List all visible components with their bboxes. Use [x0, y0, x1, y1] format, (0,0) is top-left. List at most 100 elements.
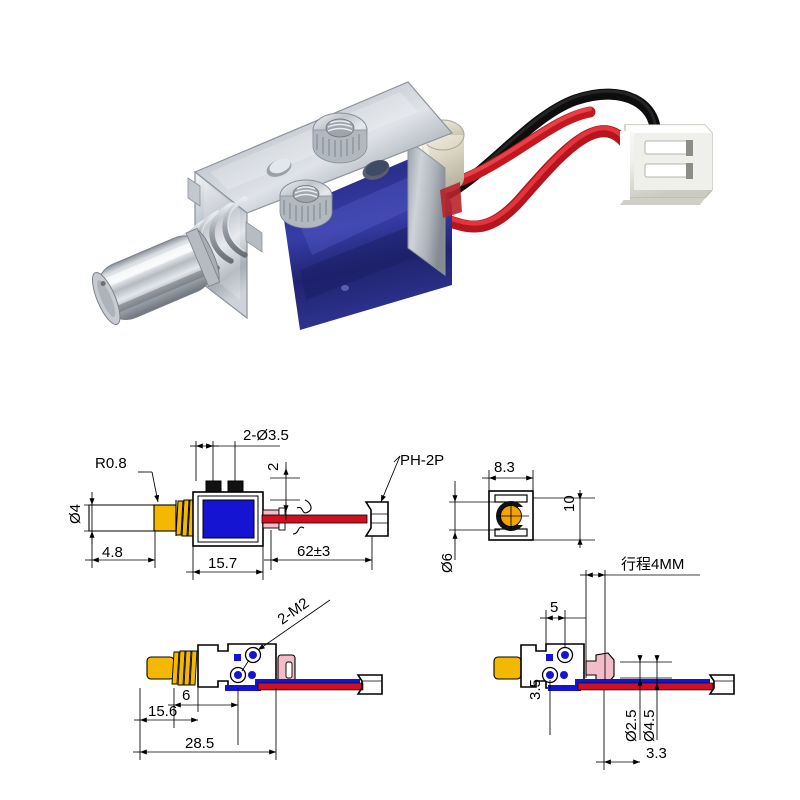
stv-label-35: 3.5 [527, 679, 544, 700]
stv-label-33: 3.3 [646, 745, 667, 762]
sv-label-157: 15.7 [208, 555, 237, 572]
tv-dim-m2: 2-M2 [257, 595, 331, 651]
sv-wire-red [261, 514, 368, 524]
tv-dot-round [248, 671, 256, 679]
sv-label-dia4: Ø4 [67, 504, 84, 524]
plunger [91, 227, 221, 326]
tv-dim-156: 15.6 [134, 688, 198, 760]
ev-slot-top [494, 494, 528, 503]
sv-wire-break-lower [292, 526, 305, 535]
plunger-shade [112, 268, 209, 314]
frame-tab-right [245, 221, 263, 253]
sv-dim-62: 62±3 [264, 530, 373, 570]
coil-speck [341, 285, 349, 291]
stv-label-dia45: Ø4.5 [641, 709, 658, 742]
stroke-view-drawing: 行程4MM 5 3.5 [493, 556, 735, 770]
tv-dim-6: 6 [168, 687, 239, 745]
frame-right-panel [407, 138, 446, 276]
tv-dim-285: 28.5 [133, 688, 277, 760]
sv-wire-break-upper [296, 499, 312, 514]
stv-dim-dia45: Ø4.5 [641, 655, 660, 742]
connector-top-bevel [625, 125, 712, 133]
ph-2p-connector [620, 124, 713, 205]
stv-label-dia25: Ø2.5 [623, 709, 640, 742]
coil-highlight [300, 170, 430, 255]
stv-dim-33: 3.3 [596, 690, 667, 770]
tv-label-156: 15.6 [148, 703, 177, 720]
stv-label-stroke: 行程4MM [621, 556, 684, 573]
sv-post-left [205, 480, 222, 493]
sv-label-48: 4.8 [102, 544, 123, 561]
sv-label-holes: 2-Ø3.5 [243, 427, 289, 444]
sv-connector-slots [371, 513, 388, 524]
top-plate-hole-left-inner [269, 158, 291, 174]
stv-hole-b-inner [546, 671, 554, 679]
tv-label-285: 28.5 [185, 735, 214, 752]
tv-hole-b-inner [234, 671, 242, 679]
tv-dot-square [234, 654, 241, 661]
sv-dim-48: 4.8 [85, 531, 156, 568]
stv-plunger-yellow [493, 656, 522, 680]
sv-label-2: 2 [265, 463, 282, 471]
top-view-drawing: 2-M2 6 15.6 [133, 595, 383, 760]
tv-connector [356, 674, 383, 695]
plunger-shoulder [185, 227, 221, 288]
connector-latch [620, 131, 630, 200]
sv-label-connector: PH-2P [400, 452, 444, 469]
coil-lead-red [440, 182, 462, 218]
frame-ear-upper [187, 177, 201, 207]
connector-bottom-shade [620, 198, 705, 205]
sv-coil [202, 499, 255, 539]
tv-spring [171, 650, 198, 686]
tv-label-m2: 2-M2 [275, 595, 313, 629]
knurled-screw-lower [279, 179, 333, 229]
side-view-drawing: Ø4 R0.8 4.8 [67, 427, 444, 580]
stv-dim-dia25: Ø2.5 [620, 655, 672, 742]
sv-dim-157: 15.7 [186, 546, 264, 580]
sv-dim-r08: R0.8 [95, 455, 160, 503]
tv-hole-a-inner [249, 651, 257, 659]
plunger-sheen [100, 241, 198, 288]
sv-dim-holes: 2-Ø3.5 [190, 427, 289, 481]
sv-plunger-outline [88, 504, 161, 532]
stv-connector [708, 674, 735, 695]
knurled-screw-upper [312, 112, 368, 164]
ev-label-dia6: Ø6 [439, 553, 456, 573]
stv-dot-round [560, 671, 568, 679]
ev-dim-83: 8.3 [482, 459, 534, 491]
sv-label-62: 62±3 [297, 543, 330, 560]
stv-dim-5: 5 [540, 599, 586, 648]
stv-wire-red [577, 682, 714, 691]
screw-lower-knurl [279, 195, 333, 229]
stv-hole-a-inner [561, 651, 569, 659]
ev-dim-10: 10 [533, 490, 595, 548]
connector-pin-2 [686, 163, 693, 179]
ev-label-83: 8.3 [494, 459, 515, 476]
tv-grommet-slot [285, 661, 293, 679]
stv-dim-35: 3.5 [527, 679, 551, 735]
plunger-end-face [97, 279, 116, 318]
sv-post-right [227, 480, 244, 493]
stv-dot-square [546, 654, 553, 661]
tv-label-6: 6 [182, 687, 190, 704]
sv-dim-2: 2 [265, 462, 300, 520]
ev-label-10: 10 [561, 495, 578, 512]
sv-plunger-yellow [153, 504, 177, 532]
sv-label-r08: R0.8 [95, 455, 127, 472]
end-view-drawing: 8.3 10 Ø6 [439, 459, 595, 573]
sv-dim-dia4: Ø4 [67, 492, 150, 544]
connector-pin-1 [686, 140, 693, 156]
sv-connector [364, 501, 389, 537]
sv-dim-connector: PH-2P [380, 452, 444, 503]
ev-dim-dia6: Ø6 [439, 481, 500, 573]
tv-wire-red [257, 682, 364, 691]
stv-dim-stroke: 行程4MM [580, 556, 700, 680]
stv-stroke-plunger [585, 652, 615, 684]
tv-hole-link [241, 659, 250, 672]
stv-label-5: 5 [550, 599, 558, 616]
solenoid-assembly [91, 81, 465, 330]
